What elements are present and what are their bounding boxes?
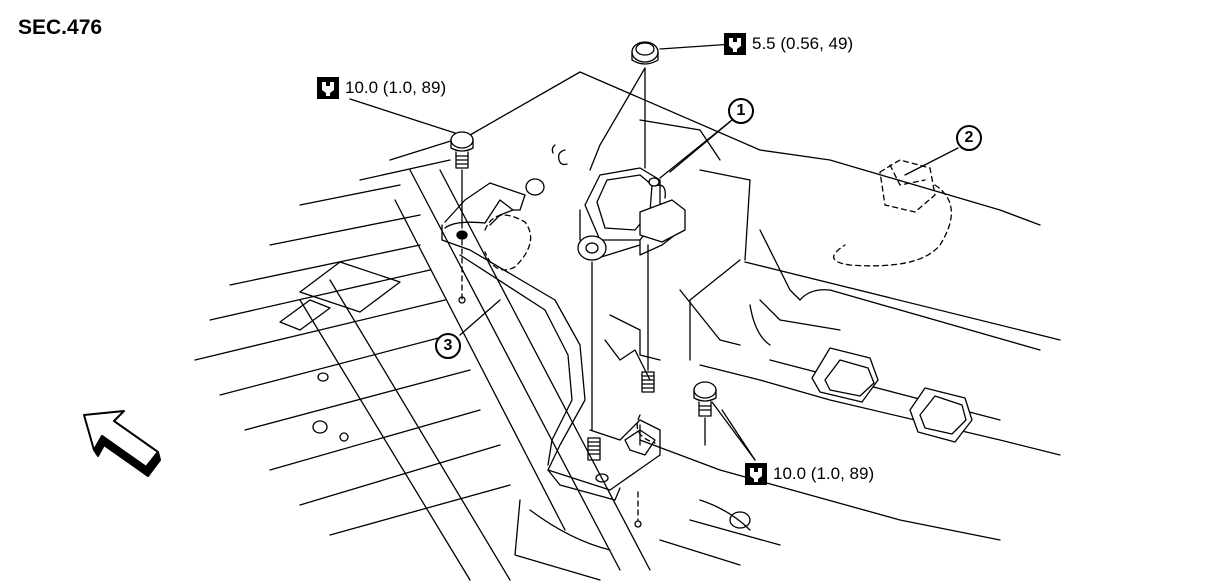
torque-wrench-icon bbox=[317, 77, 339, 99]
callout-2: 2 bbox=[956, 125, 982, 151]
section-code: SEC.476 bbox=[18, 16, 103, 39]
hidden-lines bbox=[462, 160, 951, 520]
torque-value: 10.0 (1.0, 89) bbox=[345, 78, 447, 97]
torque-wrench-icon bbox=[724, 33, 746, 55]
assembly-guide-lines bbox=[462, 68, 705, 445]
floor-panel-lines bbox=[195, 72, 760, 580]
bolt-parts bbox=[451, 132, 716, 460]
sensor-part bbox=[578, 168, 685, 260]
torque-label-bolt-upper: 10.0 (1.0, 89) bbox=[317, 77, 446, 99]
bracket-part bbox=[442, 183, 660, 500]
torque-label-nut: 5.5 (0.56, 49) bbox=[724, 33, 853, 55]
leader-lines bbox=[350, 44, 958, 460]
nut-part bbox=[632, 42, 658, 64]
torque-wrench-icon bbox=[745, 463, 767, 485]
body-structure-lines bbox=[515, 120, 1060, 580]
torque-value: 10.0 (1.0, 89) bbox=[773, 464, 875, 483]
callout-1: 1 bbox=[728, 98, 754, 124]
front-direction-arrow-icon bbox=[84, 411, 160, 476]
hole-mark bbox=[635, 521, 641, 527]
torque-value: 5.5 (0.56, 49) bbox=[752, 34, 854, 53]
callout-3: 3 bbox=[435, 333, 461, 359]
torque-label-bolt-lower: 10.0 (1.0, 89) bbox=[745, 463, 874, 485]
hole-mark bbox=[459, 297, 465, 303]
